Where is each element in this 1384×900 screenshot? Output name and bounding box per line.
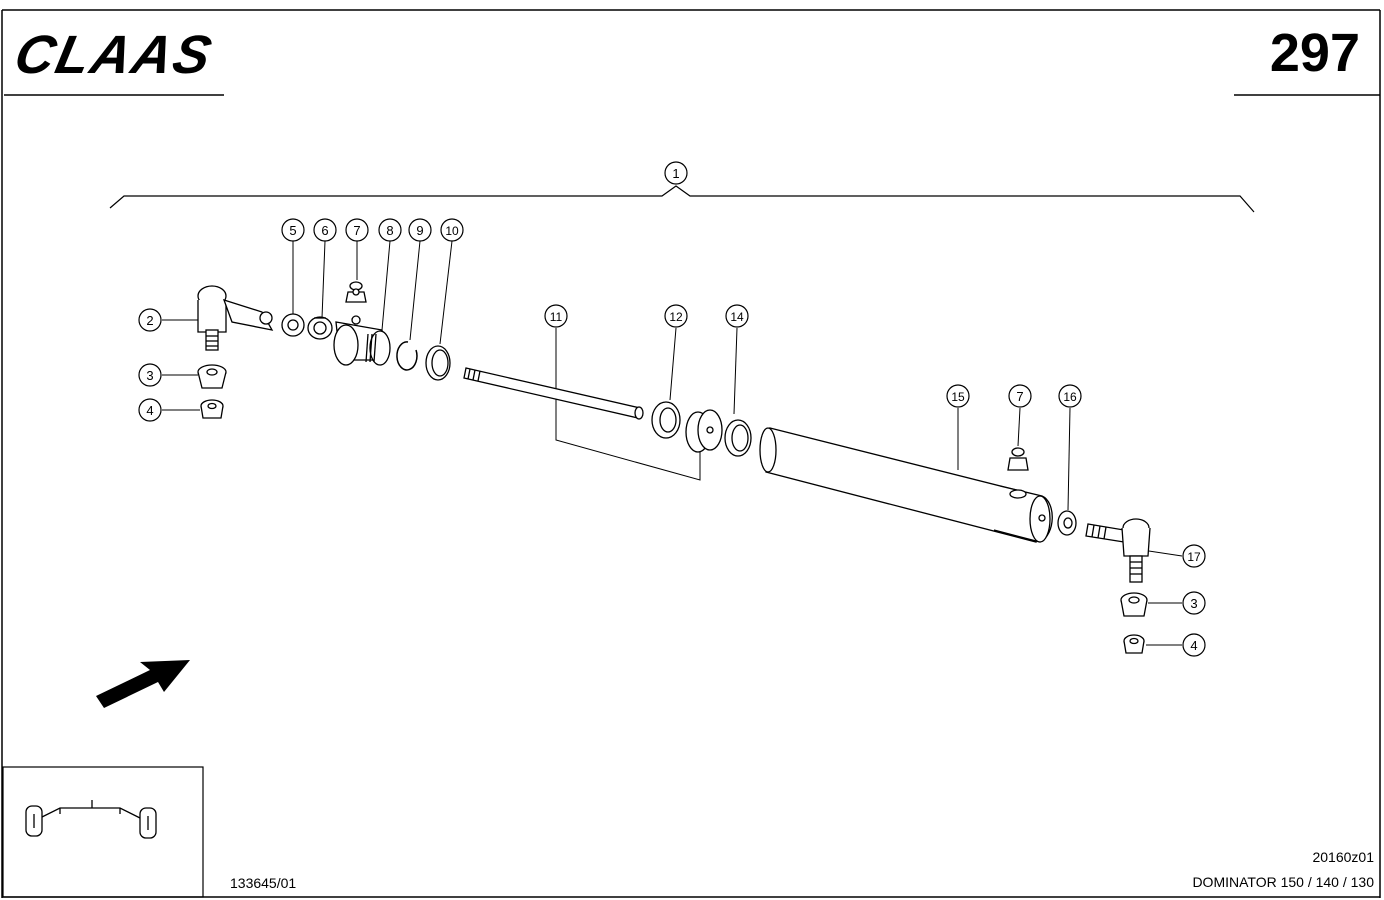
callout-7-right: 7 — [1008, 384, 1032, 408]
svg-text:7: 7 — [353, 223, 360, 238]
seal-12 — [651, 401, 681, 439]
callout-10: 10 — [440, 218, 464, 242]
callout-6: 6 — [313, 218, 337, 242]
seal-14 — [724, 419, 752, 457]
callout-4-left: 4 — [138, 398, 162, 422]
callout-bubbles: 1 2 3 4 5 6 7 8 9 10 11 12 14 7 15 16 17… — [138, 161, 1206, 657]
svg-text:9: 9 — [416, 223, 423, 238]
svg-text:4: 4 — [146, 403, 153, 418]
callout-16: 16 — [1058, 384, 1082, 408]
circlip-9 — [396, 341, 418, 371]
lock-nut-right — [1123, 634, 1145, 654]
grease-nipple-7-right — [1007, 447, 1029, 471]
callout-4-right: 4 — [1182, 633, 1206, 657]
callout-11: 11 — [544, 304, 568, 328]
callout-15: 15 — [946, 384, 970, 408]
svg-text:10: 10 — [445, 224, 459, 238]
callout-14: 14 — [725, 304, 749, 328]
piston-13 — [685, 409, 723, 453]
grease-nipple-7-left — [345, 281, 367, 303]
slotted-nut-right — [1120, 592, 1148, 617]
callout-12: 12 — [664, 304, 688, 328]
svg-text:11: 11 — [550, 310, 563, 324]
cylinder-head-8 — [333, 315, 391, 366]
svg-text:5: 5 — [289, 223, 296, 238]
part-number: 133645/01 — [230, 875, 297, 891]
bushing-6 — [307, 316, 333, 340]
washer-5 — [281, 313, 305, 337]
callout-9: 9 — [408, 218, 432, 242]
svg-text:7: 7 — [1016, 389, 1023, 404]
assembly-bracket — [109, 185, 1255, 213]
callout-7-left: 7 — [345, 218, 369, 242]
direction-arrow-icon — [96, 660, 190, 708]
svg-text:8: 8 — [386, 223, 393, 238]
svg-text:2: 2 — [146, 313, 153, 328]
svg-text:6: 6 — [321, 223, 328, 238]
model-designation: DOMINATOR 150 / 140 / 130 — [1192, 874, 1374, 890]
piston-rod-11 — [463, 367, 644, 420]
svg-text:3: 3 — [146, 368, 153, 383]
lock-nut-left — [200, 399, 224, 419]
cylinder-tube-15 — [759, 427, 1053, 543]
callout-17: 17 — [1182, 544, 1206, 568]
callout-3-right: 3 — [1182, 591, 1206, 615]
callout-1: 1 — [664, 161, 688, 185]
svg-text:16: 16 — [1063, 390, 1077, 404]
slotted-nut-left — [197, 364, 227, 389]
frame-lines — [1, 9, 1381, 898]
svg-text:1: 1 — [672, 166, 679, 181]
svg-text:3: 3 — [1190, 596, 1197, 611]
svg-text:12: 12 — [669, 310, 683, 324]
callout-8: 8 — [378, 218, 402, 242]
callout-5: 5 — [281, 218, 305, 242]
svg-text:14: 14 — [730, 310, 744, 324]
axle-location-thumbnail-icon — [25, 800, 157, 839]
page-number: 297 — [1269, 23, 1360, 83]
nut-16 — [1057, 510, 1077, 536]
tie-rod-end-left — [197, 285, 274, 351]
drawing-code: 20160z01 — [1312, 849, 1374, 865]
svg-text:4: 4 — [1190, 638, 1197, 653]
leader-lines — [162, 240, 1183, 646]
callout-2: 2 — [138, 308, 162, 332]
svg-text:15: 15 — [951, 390, 965, 404]
svg-text:17: 17 — [1187, 550, 1201, 564]
seal-ring-10 — [425, 345, 451, 381]
callout-3-left: 3 — [138, 363, 162, 387]
tie-rod-end-right — [1085, 518, 1151, 583]
